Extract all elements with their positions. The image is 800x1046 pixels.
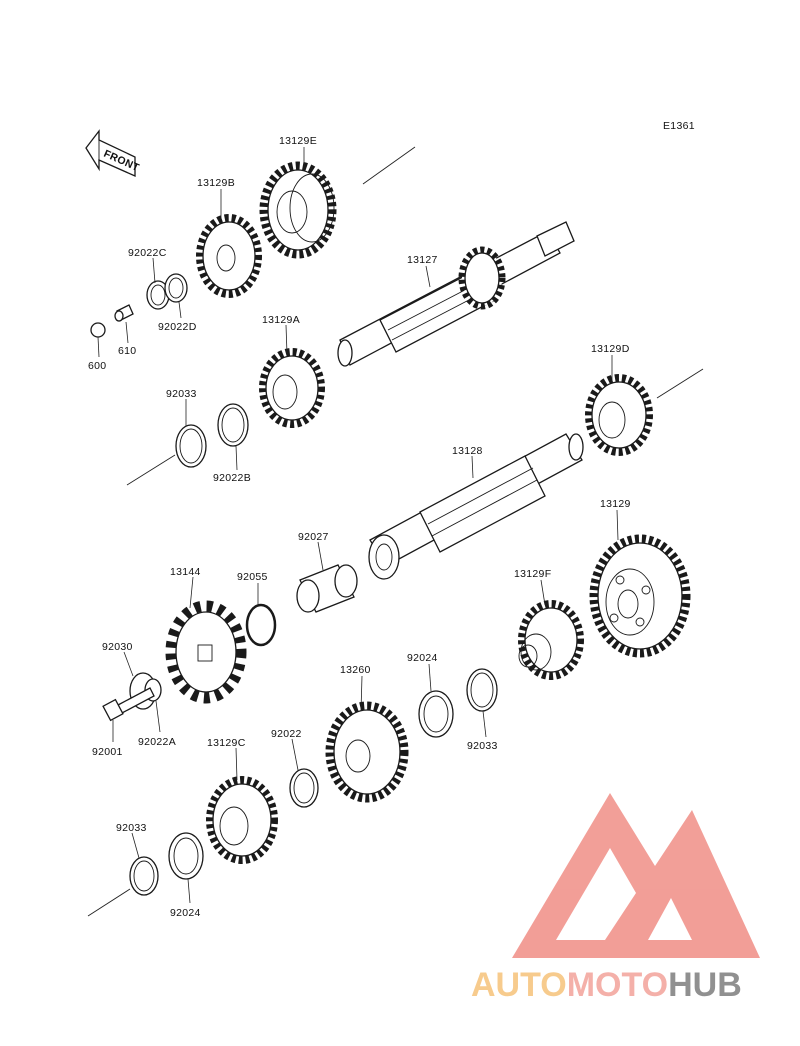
shaft-13128 bbox=[368, 433, 584, 580]
gear-13260 bbox=[325, 701, 409, 803]
label-92022B: 92022B bbox=[213, 472, 251, 484]
washer-92024-middle bbox=[418, 690, 454, 738]
washer-92022 bbox=[289, 768, 319, 808]
leader-lines bbox=[97, 147, 619, 904]
label-13128: 13128 bbox=[452, 445, 483, 457]
label-92022A: 92022A bbox=[138, 736, 176, 748]
watermark-auto: AUTO bbox=[471, 966, 567, 1004]
front-arrow-icon: FRONT bbox=[85, 129, 141, 178]
circlip-92033-upper bbox=[175, 424, 207, 468]
label-92024-middle: 92024 bbox=[407, 652, 438, 664]
label-92024-bottom: 92024 bbox=[170, 907, 201, 919]
gear-13129 bbox=[589, 534, 691, 658]
ball-600 bbox=[90, 322, 106, 338]
label-92030: 92030 bbox=[102, 641, 133, 653]
label-600: 600 bbox=[88, 360, 106, 372]
watermark-logo: AUTOMOTOHUB bbox=[471, 793, 760, 1004]
gear-13129D bbox=[585, 374, 653, 456]
label-13129A: 13129A bbox=[262, 314, 300, 326]
watermark-moto: MOTO bbox=[567, 966, 668, 1004]
label-13129E: 13129E bbox=[279, 135, 317, 147]
label-13127: 13127 bbox=[407, 254, 438, 266]
gear-13129F bbox=[518, 600, 584, 680]
svg-text:AUTOMOTOHUB: AUTOMOTOHUB bbox=[471, 966, 742, 1004]
label-13129C: 13129C bbox=[207, 737, 246, 749]
label-92022C: 92022C bbox=[128, 247, 167, 259]
washer-92022D bbox=[164, 273, 188, 303]
label-92033-middle: 92033 bbox=[467, 740, 498, 752]
label-13129D: 13129D bbox=[591, 343, 630, 355]
label-610: 610 bbox=[118, 345, 136, 357]
gear-13129B bbox=[196, 214, 262, 298]
label-92022: 92022 bbox=[271, 728, 302, 740]
circlip-92033-bottom bbox=[129, 856, 159, 896]
watermark-triangle-icon bbox=[512, 793, 760, 958]
label-13144: 13144 bbox=[170, 566, 201, 578]
washer-92024-bottom bbox=[168, 832, 204, 880]
label-92022D: 92022D bbox=[158, 321, 197, 333]
shaft-13127 bbox=[337, 221, 575, 367]
label-92001: 92001 bbox=[92, 746, 123, 758]
label-92027: 92027 bbox=[298, 531, 329, 543]
part-labels: 13129E 13129B 92022C 92022D 610 600 1312… bbox=[88, 135, 631, 919]
label-92055: 92055 bbox=[237, 571, 268, 583]
pin-610 bbox=[114, 304, 134, 322]
sprocket-13144 bbox=[165, 600, 247, 704]
label-13129: 13129 bbox=[600, 498, 631, 510]
o-ring-92055 bbox=[245, 603, 277, 647]
gear-13129A bbox=[259, 348, 325, 428]
watermark-hub: HUB bbox=[668, 966, 742, 1004]
washer-92022B bbox=[217, 403, 249, 447]
label-92033-bottom: 92033 bbox=[116, 822, 147, 834]
diagram-code: E1361 bbox=[663, 120, 695, 132]
label-13129B: 13129B bbox=[197, 177, 235, 189]
circlip-92033-middle bbox=[466, 668, 498, 712]
upper-axis-lines bbox=[87, 146, 704, 917]
label-92033-upper: 92033 bbox=[166, 388, 197, 400]
collar-92027 bbox=[296, 564, 358, 613]
label-13129F: 13129F bbox=[514, 568, 551, 580]
bolt-92001 bbox=[102, 687, 155, 722]
label-13260: 13260 bbox=[340, 664, 371, 676]
gear-13129E bbox=[259, 161, 337, 259]
gear-13129C bbox=[206, 776, 278, 864]
